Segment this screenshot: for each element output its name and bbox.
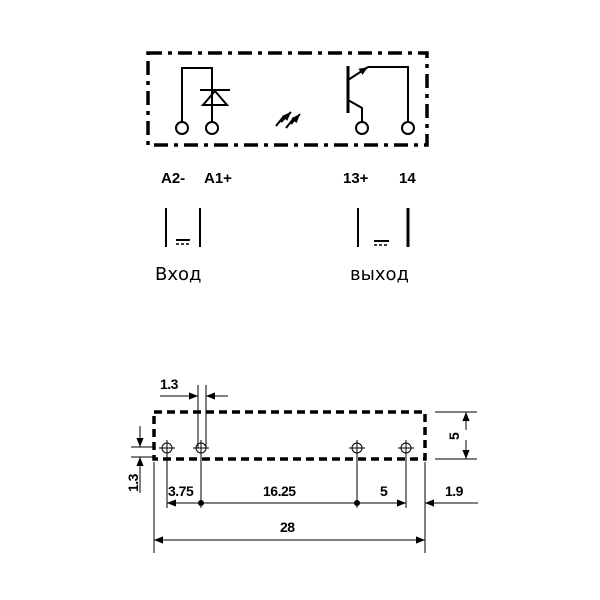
pin-holes xyxy=(159,440,414,456)
terminal-14: 14 xyxy=(399,170,416,187)
pin-hole-icon xyxy=(398,440,414,456)
terminal-a2: A2- xyxy=(161,170,185,187)
pin-hole-icon xyxy=(159,440,175,456)
pin-hole-icon xyxy=(193,440,209,456)
dc-output-icon xyxy=(357,208,410,247)
dim-edge-right: 1.9 xyxy=(445,483,464,499)
dim-pitch-2: 16.25 xyxy=(263,483,296,499)
dim-pitch-1: 3.75 xyxy=(168,483,194,499)
footprint-outline xyxy=(152,410,427,461)
dim-pin-offset: 1.3 xyxy=(125,473,141,492)
optical-coupling-icon xyxy=(275,111,301,129)
dim-pitch-3: 5 xyxy=(380,483,388,499)
input-caption: Вход xyxy=(155,264,201,285)
housing-outline xyxy=(146,51,429,147)
dim-total-length: 28 xyxy=(280,519,295,535)
terminal-13: 13+ xyxy=(343,170,369,187)
dim-pin-diameter: 1.3 xyxy=(160,376,179,392)
dim-height: 5 xyxy=(446,432,462,440)
dc-input-icon xyxy=(165,208,201,247)
terminal-a1: A1+ xyxy=(204,170,232,187)
schematic: A2- A1+ 13+ 14 Вход выход xyxy=(146,51,429,285)
pin-hole-icon xyxy=(349,440,365,456)
led-icon xyxy=(175,67,230,135)
footprint-drawing: 1.3 1.3 5 3.75 16.25 5 1.9 28 xyxy=(125,376,478,553)
output-caption: выход xyxy=(350,264,409,285)
phototransistor-icon xyxy=(346,66,415,135)
